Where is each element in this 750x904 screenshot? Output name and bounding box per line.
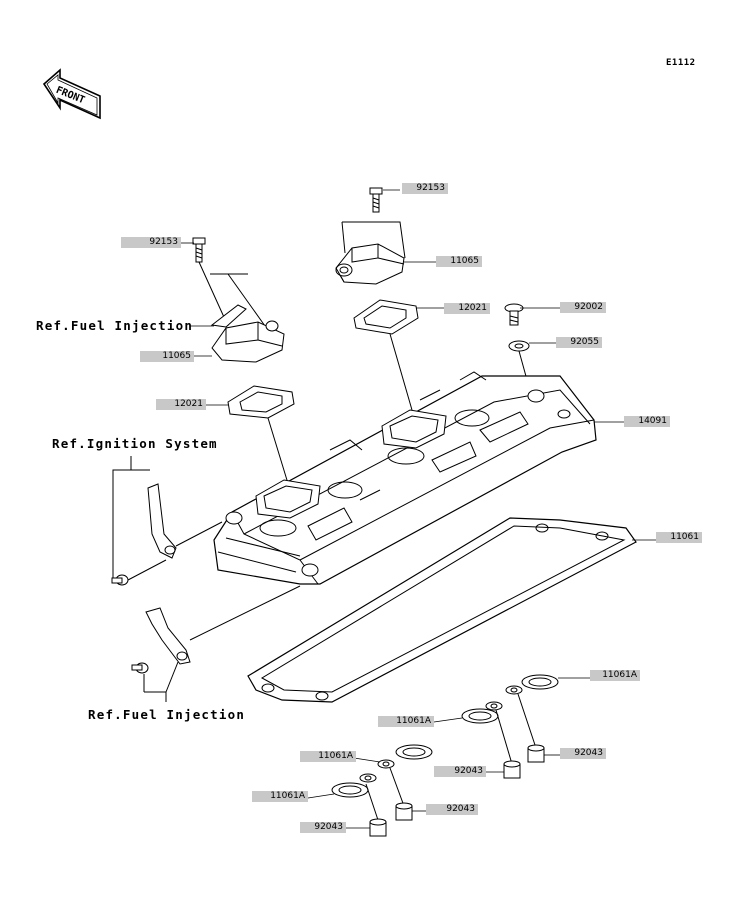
front-arrow-icon: FRONT: [42, 68, 101, 120]
part-label-14091[interactable]: 14091: [624, 416, 670, 427]
leader-lines: [181, 189, 656, 829]
part-label-11061A-3[interactable]: 11061A: [300, 751, 356, 762]
reed-valve-cover-11065-left: [211, 320, 285, 363]
ignition-bracket: [111, 483, 177, 586]
reed-valve-cover-11065-right: [335, 243, 405, 285]
collar-92043-2: [503, 760, 521, 779]
part-label-11065-left[interactable]: 11065: [140, 351, 194, 362]
part-label-11061[interactable]: 11061: [656, 532, 702, 543]
cylinder-head-cover-14091: [213, 371, 597, 585]
part-label-92043-1[interactable]: 92043: [560, 748, 606, 759]
part-label-92043-4[interactable]: 92043: [300, 822, 346, 833]
part-label-11061A-4[interactable]: 11061A: [252, 791, 308, 802]
ref-fuel-injection-bottom: Ref.Fuel Injection: [88, 707, 246, 722]
part-label-12021-left[interactable]: 12021: [156, 399, 206, 410]
bolt-92002: [504, 303, 524, 326]
part-label-92043-3[interactable]: 92043: [426, 804, 478, 815]
part-label-92002[interactable]: 92002: [560, 302, 606, 313]
part-label-92153-right[interactable]: 92153: [402, 183, 448, 194]
ref-fuel-injection-top: Ref.Fuel Injection: [36, 318, 194, 333]
part-label-11061A-2[interactable]: 11061A: [378, 716, 434, 727]
plug-gasket-11061A-3: [377, 744, 433, 769]
fuel-injection-bracket: [131, 607, 191, 674]
collar-92043-4: [369, 818, 387, 837]
part-label-92055[interactable]: 92055: [556, 337, 602, 348]
diagram-code: E1112: [666, 58, 696, 68]
collar-92043-1: [527, 744, 545, 763]
part-label-11065-right[interactable]: 11065: [436, 256, 482, 267]
washer-92055: [508, 340, 530, 352]
plug-gasket-11061A-1: [505, 674, 559, 695]
gasket-12021-left: [227, 385, 295, 419]
part-label-92043-2[interactable]: 92043: [434, 766, 486, 777]
bolt-92153-right: [369, 187, 383, 213]
part-label-11061A-1[interactable]: 11061A: [590, 670, 640, 681]
head-cover-gasket-11061: [247, 517, 637, 703]
plug-gasket-11061A-4: [331, 773, 377, 798]
plug-gasket-11061A-2: [461, 701, 503, 724]
part-label-92153-left[interactable]: 92153: [121, 237, 181, 248]
ref-ignition-system: Ref.Ignition System: [52, 436, 218, 451]
part-label-12021-right[interactable]: 12021: [444, 303, 490, 314]
bolt-92153-left: [192, 237, 206, 263]
collar-92043-3: [395, 802, 413, 821]
gasket-12021-right: [353, 299, 419, 335]
